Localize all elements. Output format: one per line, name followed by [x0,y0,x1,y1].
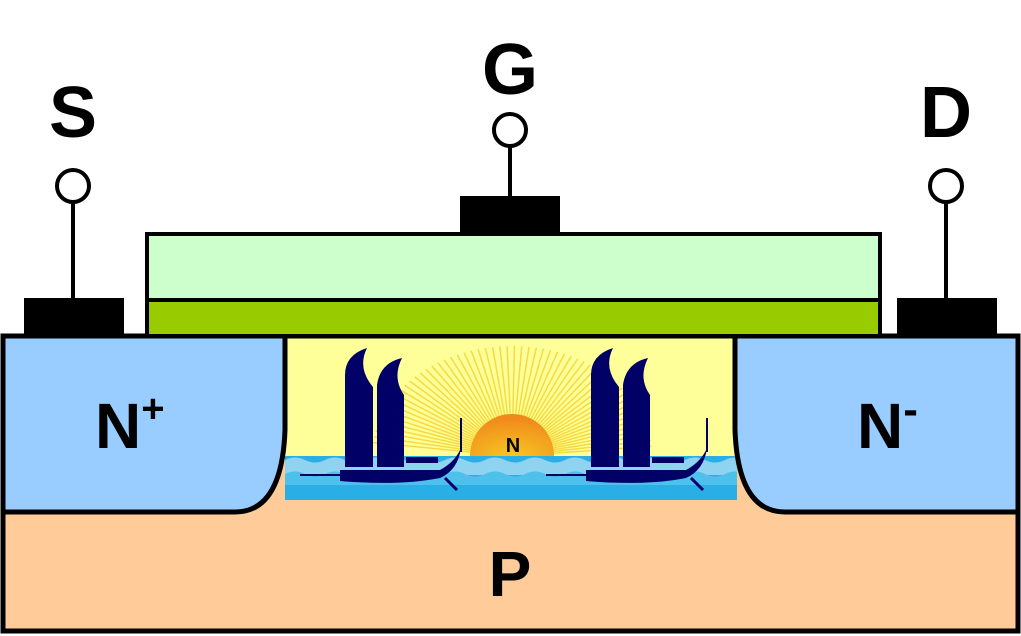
gate-terminal [492,112,528,148]
gate-label: G [482,30,538,110]
channel-label: N [506,435,520,457]
gate-oxide [145,298,882,338]
drain-terminal [928,168,964,204]
sun [470,414,554,456]
source-contact [24,298,124,336]
sailboat-right [546,348,708,492]
source-region-label: N+ [95,387,165,462]
n-minus-drain-region [732,333,1021,515]
n-plus-source-region [0,333,288,515]
drain-label: D [920,73,972,153]
sailboat-left [300,348,462,492]
source-label: S [49,73,97,153]
source-terminal [55,168,91,204]
gate-electrode [145,232,882,302]
gate-contact [460,196,560,234]
channel-illustration: N [285,338,737,500]
drain-contact [897,298,997,336]
substrate-label: P [489,538,532,610]
drain-region-label: N- [857,385,918,462]
